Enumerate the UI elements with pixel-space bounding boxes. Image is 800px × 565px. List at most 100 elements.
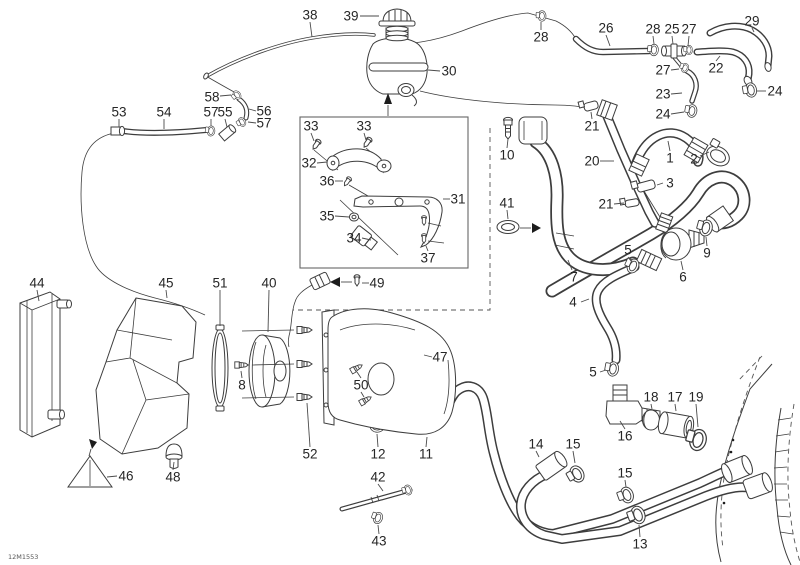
callout-9: 9 xyxy=(703,246,711,261)
leader-line-47 xyxy=(423,354,433,358)
hose-7-connector xyxy=(518,116,548,145)
sensor-34 xyxy=(350,225,379,251)
leader-line-25 xyxy=(671,35,674,45)
callout-40: 40 xyxy=(261,276,276,291)
clamp-43 xyxy=(369,510,385,526)
callout-3: 3 xyxy=(666,176,674,191)
coupler-a xyxy=(721,454,753,484)
clamp-19 xyxy=(685,428,707,452)
clamp-3 xyxy=(629,179,656,193)
leader-line-10 xyxy=(506,138,509,149)
bracket-31 xyxy=(353,195,443,249)
callout-35: 35 xyxy=(319,209,334,224)
callout-11: 11 xyxy=(419,447,433,462)
fitting-55 xyxy=(218,124,237,142)
clamp-15b xyxy=(615,484,637,507)
callout-53: 53 xyxy=(111,105,126,120)
hose-20-collar xyxy=(596,99,618,121)
callout-7: 7 xyxy=(570,270,578,285)
leader-line-16 xyxy=(619,420,626,430)
callout-5: 5 xyxy=(589,365,597,380)
clamp-21a xyxy=(577,100,599,112)
callout-18: 18 xyxy=(643,390,658,405)
seal-ring-51 xyxy=(211,324,229,412)
callout-32: 32 xyxy=(301,156,316,171)
callout-58: 58 xyxy=(204,90,219,105)
leader-line-15 xyxy=(572,450,576,464)
leader-line-41 xyxy=(506,209,509,220)
callout-33: 33 xyxy=(303,119,318,134)
clamp-57a xyxy=(204,125,216,137)
leader-line-40 xyxy=(267,289,270,333)
callout-31: 31 xyxy=(450,192,465,207)
leader-line-18 xyxy=(650,403,653,410)
clamp-24b xyxy=(683,103,699,119)
callout-2: 2 xyxy=(690,152,698,167)
callout-10: 10 xyxy=(499,148,514,163)
vent-line-right xyxy=(419,90,593,110)
coolant-tank xyxy=(366,8,429,116)
callout-17: 17 xyxy=(667,390,682,405)
callout-8: 8 xyxy=(238,378,246,393)
vent-link-line xyxy=(205,75,235,93)
callout-6: 6 xyxy=(679,270,687,285)
callout-27: 27 xyxy=(655,63,670,78)
callout-52: 52 xyxy=(302,447,317,462)
callout-1: 1 xyxy=(666,151,674,166)
mount-arrow-41 xyxy=(532,223,541,233)
callout-44: 44 xyxy=(29,276,45,291)
leader-line-43 xyxy=(377,524,380,535)
callout-51: 51 xyxy=(212,276,227,291)
drawing-code: 12M1553 xyxy=(8,553,38,561)
cone-46 xyxy=(67,439,113,488)
leader-line-50 xyxy=(360,391,365,398)
leader-line-19 xyxy=(695,403,699,428)
callout-15: 15 xyxy=(617,466,632,481)
callout-28: 28 xyxy=(533,30,548,45)
leader-line-34 xyxy=(361,237,372,241)
leader-line-50 xyxy=(356,371,362,379)
callout-54: 54 xyxy=(156,105,172,120)
fan-shroud-47 xyxy=(321,308,457,435)
leader-line-52 xyxy=(306,402,311,448)
leader-line-11 xyxy=(425,436,428,448)
leader-line-48 xyxy=(172,461,175,471)
callout-14: 14 xyxy=(528,437,544,452)
leader-line-56 xyxy=(248,108,257,112)
callout-50: 50 xyxy=(353,378,368,393)
callout-25: 25 xyxy=(664,22,679,37)
sensor-wire xyxy=(287,284,313,348)
hose-1-right-collar xyxy=(683,136,709,164)
leader-line-2 xyxy=(699,151,710,157)
leader-line-24 xyxy=(670,111,685,115)
leader-line-13 xyxy=(638,524,641,538)
leader-line-7 xyxy=(567,259,573,271)
callout-46: 46 xyxy=(118,469,133,484)
fitting-17 xyxy=(657,411,695,439)
leader-line-1 xyxy=(667,140,671,152)
callout-57: 57 xyxy=(256,116,271,131)
callout-42: 42 xyxy=(370,470,385,485)
bolt-8 xyxy=(234,361,249,369)
callout-37: 37 xyxy=(420,251,435,266)
t-fitting-25 xyxy=(661,43,687,59)
mount-arrow-tank xyxy=(384,93,392,104)
tunnel-panel xyxy=(715,356,800,565)
fan-40 xyxy=(248,334,291,408)
leader-line-35 xyxy=(334,215,350,218)
callout-29: 29 xyxy=(744,14,759,29)
clamp-15a xyxy=(564,462,588,487)
callout-55: 55 xyxy=(217,105,232,120)
screw-49 xyxy=(353,274,361,287)
leader-line-17 xyxy=(674,403,677,412)
callout-27: 27 xyxy=(681,22,696,37)
sensor-49-group xyxy=(287,271,361,348)
leader-line-28 xyxy=(652,35,655,45)
vent-hose-38 xyxy=(205,32,376,78)
grommet-48 xyxy=(165,443,183,469)
air-guide-45 xyxy=(95,297,197,455)
callout-34: 34 xyxy=(346,231,362,246)
leader-line-21 xyxy=(590,111,593,120)
